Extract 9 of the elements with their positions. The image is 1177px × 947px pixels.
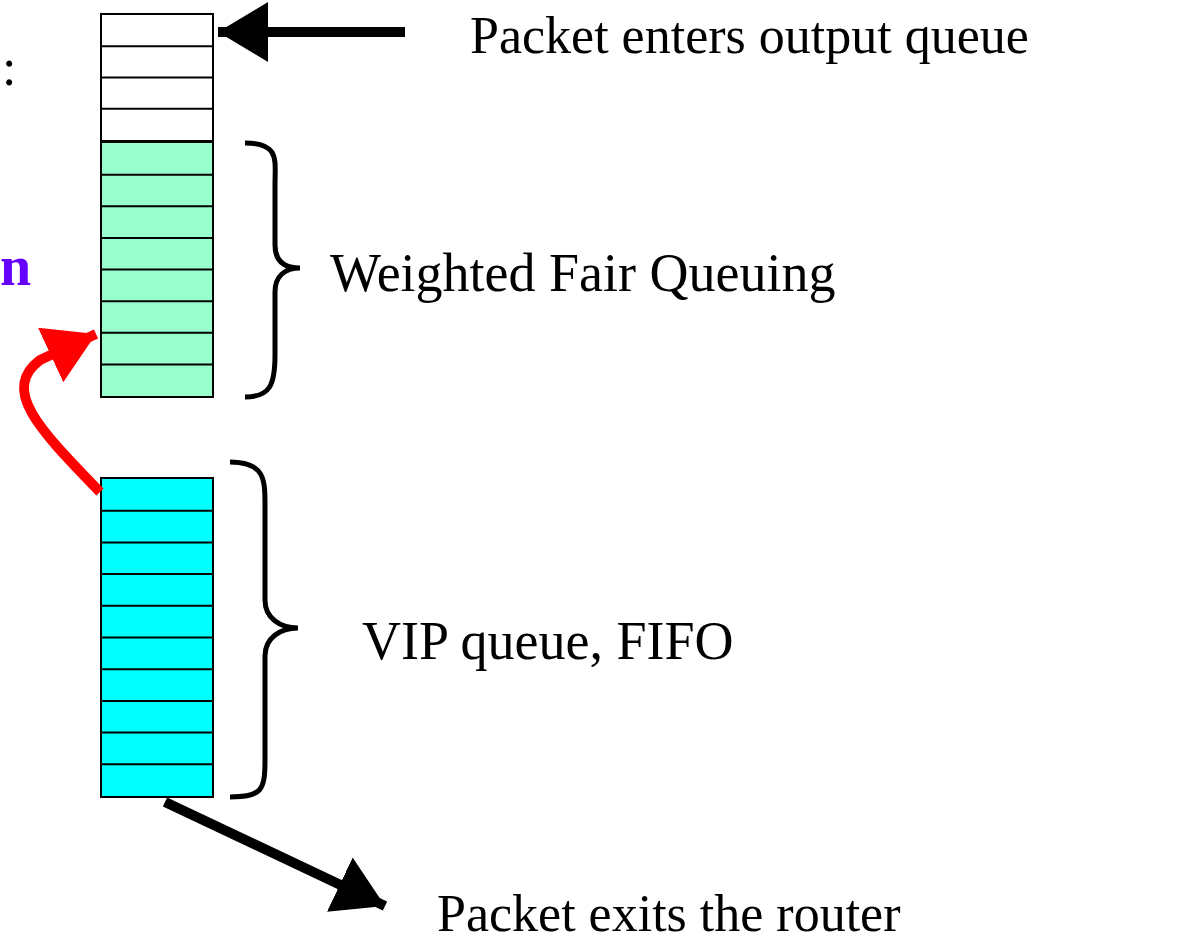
weighted-fair-queue: [100, 141, 214, 398]
arrow: [162, 797, 388, 912]
colon-fragment: :: [2, 42, 17, 94]
arrow: [218, 2, 405, 62]
caption-text: Packet enters output queue: [470, 10, 1029, 62]
vip-queue: [100, 477, 214, 798]
caption-text: Packet exits the router: [437, 888, 901, 940]
letter-fragment: n: [0, 238, 32, 294]
arrow: [19, 327, 104, 496]
